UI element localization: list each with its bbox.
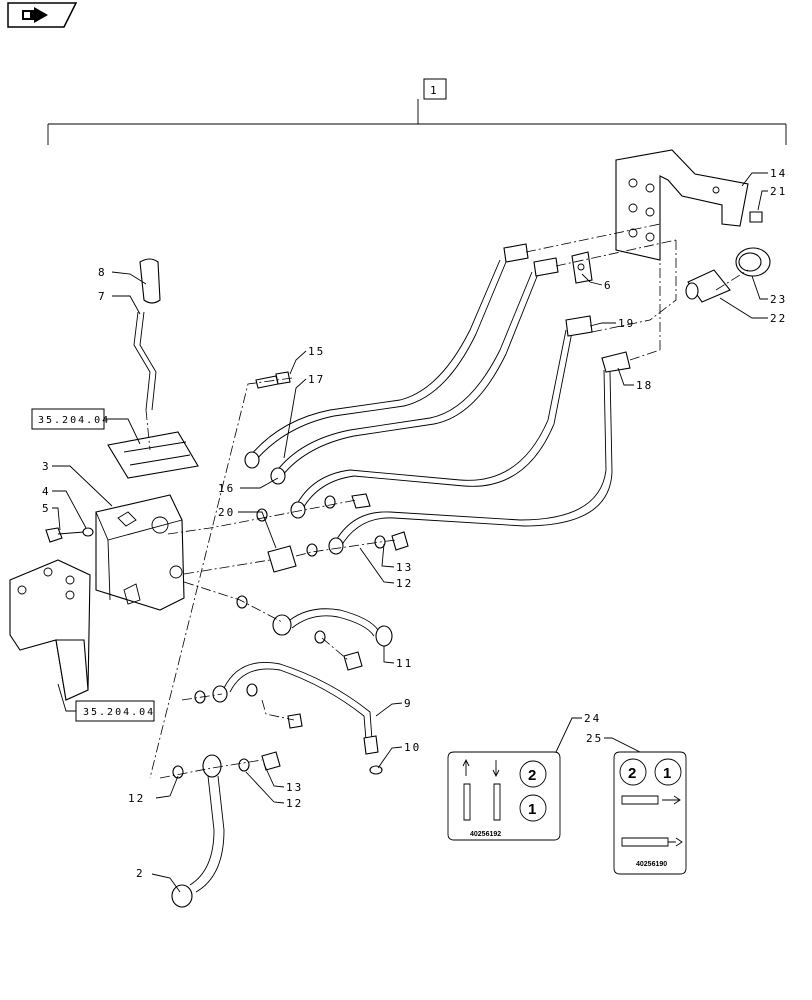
pipe-2 <box>171 751 281 908</box>
callout-15: 15 <box>308 345 325 358</box>
mounting-bracket-14 <box>615 149 749 261</box>
control-valve-3 <box>95 494 185 611</box>
pipe-17 <box>244 243 529 469</box>
callout-21: 21 <box>770 185 787 198</box>
reference-label-top: 35.204.04 <box>38 415 110 426</box>
clip-6 <box>571 251 593 284</box>
callout-7: 7 <box>98 290 107 303</box>
callout-20: 20 <box>218 506 235 519</box>
decal-25: 2 1 40256190 <box>613 751 687 875</box>
callout-numbers: 2 3 4 5 6 7 8 9 10 11 12 12 12 13 13 14 … <box>42 167 787 880</box>
callout-8: 8 <box>98 266 107 279</box>
callout-13b: 13 <box>286 781 303 794</box>
control-lever <box>133 258 161 411</box>
decal-25-number-left: 2 <box>628 765 636 782</box>
callout-12a: 12 <box>396 577 413 590</box>
callout-19: 19 <box>618 317 635 330</box>
group-label: 1 <box>430 84 439 97</box>
callout-22: 22 <box>770 312 787 325</box>
callout-24: 24 <box>584 712 601 725</box>
pipe-18 <box>328 351 631 555</box>
callout-12b: 12 <box>128 792 145 805</box>
fittings-row-upper <box>256 493 371 522</box>
bolt-21 <box>749 211 763 223</box>
callout-23: 23 <box>770 293 787 306</box>
callout-4: 4 <box>42 485 51 498</box>
callout-16: 16 <box>218 482 235 495</box>
valve-mounting-plate <box>9 559 91 701</box>
fitting-15 <box>255 371 291 389</box>
callout-9: 9 <box>404 697 413 710</box>
quick-coupler-22 <box>685 269 731 303</box>
decal-24-number-bottom: 1 <box>528 801 536 818</box>
decal-24-number-top: 2 <box>528 767 536 784</box>
decal-25-number-right: 1 <box>663 765 671 782</box>
bolt-5 <box>45 527 94 543</box>
assembly-center-lines <box>145 223 749 779</box>
callout-5: 5 <box>42 502 51 515</box>
callout-6: 6 <box>604 279 613 292</box>
callout-13a: 13 <box>396 561 413 574</box>
callout-12c: 12 <box>286 797 303 810</box>
decal-24: 2 1 40256192 <box>447 751 561 841</box>
reference-label-bottom: 35.204.04 <box>83 707 155 718</box>
callout-14: 14 <box>770 167 787 180</box>
callout-17: 17 <box>308 373 325 386</box>
page-navigation-icon[interactable] <box>7 2 78 28</box>
pipe-16 <box>270 257 559 485</box>
pipe-19 <box>290 315 593 519</box>
lever-boot <box>107 431 199 479</box>
reference-box-top[interactable]: 35.204.04 <box>31 408 141 445</box>
pipe-11 <box>236 595 393 671</box>
callout-3: 3 <box>42 460 51 473</box>
reference-box-bottom[interactable]: 35.204.04 <box>57 683 155 722</box>
callout-10: 10 <box>404 741 421 754</box>
callout-11: 11 <box>396 657 413 670</box>
dust-cap-23 <box>735 247 771 277</box>
decal-25-code: 40256190 <box>636 861 667 868</box>
decal-24-code: 40256192 <box>470 831 501 838</box>
callout-18: 18 <box>636 379 653 392</box>
callout-2: 2 <box>136 867 145 880</box>
pipe-9 <box>194 661 383 775</box>
callout-25: 25 <box>586 732 603 745</box>
group-bracket: 1 <box>47 78 787 145</box>
leader-lines <box>52 172 768 893</box>
